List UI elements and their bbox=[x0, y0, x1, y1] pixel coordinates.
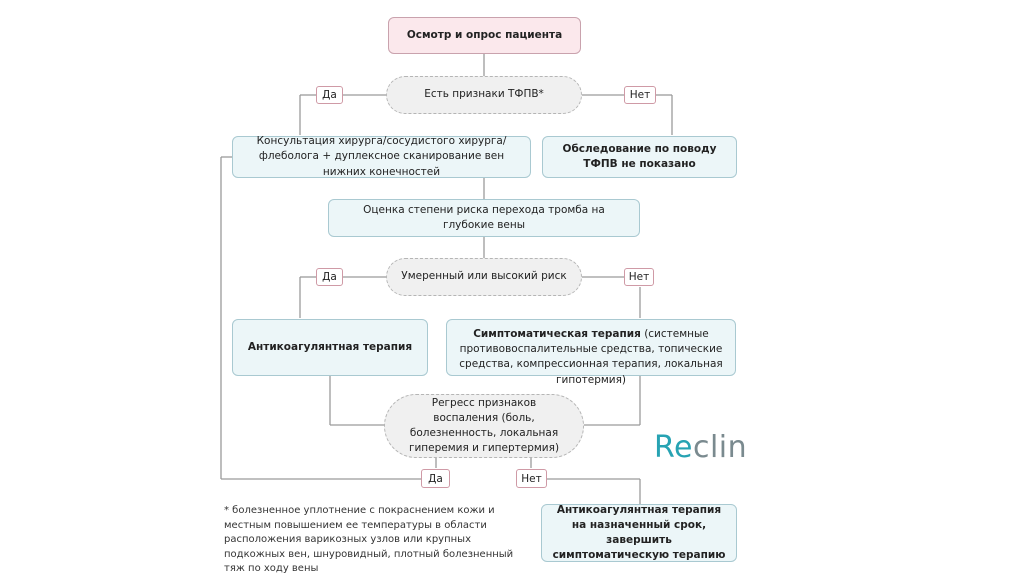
q1-yes-label: Да bbox=[322, 89, 337, 101]
q3-no-tag: Нет bbox=[516, 469, 547, 488]
decision-regression: Регресс признаков воспаления (боль, боле… bbox=[384, 394, 584, 458]
risk-evaluation-node: Оценка степени риска перехода тромба на … bbox=[328, 199, 640, 237]
decision-risk-label: Умеренный или высокий риск bbox=[401, 270, 567, 283]
decision-signs: Есть признаки ТФПВ* bbox=[386, 76, 582, 114]
consultation-node: Консультация хирурга/сосудистого хирурга… bbox=[232, 135, 531, 178]
no-exam-node: Обследование по поводу ТФПВ не показано bbox=[542, 136, 737, 178]
decision-signs-label: Есть признаки ТФПВ* bbox=[424, 88, 544, 101]
logo-part-clin: clin bbox=[692, 430, 748, 465]
start-node: Осмотр и опрос пациента bbox=[388, 17, 581, 54]
q1-no-label: Нет bbox=[629, 89, 651, 101]
reclin-logo: Reclin bbox=[654, 430, 747, 465]
q2-yes-tag: Да bbox=[316, 268, 343, 286]
q2-yes-label: Да bbox=[322, 271, 337, 283]
symptomatic-title: Симптоматическая терапия bbox=[473, 328, 641, 340]
footnote: * болезненное уплотнение с покраснением … bbox=[224, 505, 514, 574]
no-exam-label: Обследование по поводу ТФПВ не показано bbox=[562, 142, 717, 170]
anticoagulant-label: Антикоагулянтная терапия bbox=[247, 340, 413, 353]
q1-yes-tag: Да bbox=[316, 86, 343, 104]
q1-no-tag: Нет bbox=[624, 86, 656, 104]
final-node: Антикоагулянтная терапия на назначенный … bbox=[541, 504, 737, 562]
q3-yes-tag: Да bbox=[421, 469, 450, 488]
anticoagulant-node: Антикоагулянтная терапия bbox=[232, 319, 428, 376]
q2-no-tag: Нет bbox=[624, 268, 654, 286]
decision-regression-label: Регресс признаков воспаления (боль, боле… bbox=[408, 396, 560, 455]
decision-risk: Умеренный или высокий риск bbox=[386, 258, 582, 296]
start-label: Осмотр и опрос пациента bbox=[406, 28, 563, 41]
final-label: Антикоагулянтная терапия на назначенный … bbox=[552, 503, 726, 562]
q3-yes-label: Да bbox=[428, 472, 443, 485]
risk-evaluation-label: Оценка степени риска перехода тромба на … bbox=[363, 203, 605, 231]
logo-part-re: Re bbox=[654, 430, 693, 465]
q3-no-label: Нет bbox=[521, 472, 542, 485]
symptomatic-detail: (системные противовоспалительные средств… bbox=[459, 328, 723, 386]
consultation-label: Консультация хирурга/сосудистого хирурга… bbox=[256, 135, 507, 178]
symptomatic-node: Симптоматическая терапия (системные прот… bbox=[446, 319, 736, 386]
q2-no-label: Нет bbox=[628, 271, 650, 283]
